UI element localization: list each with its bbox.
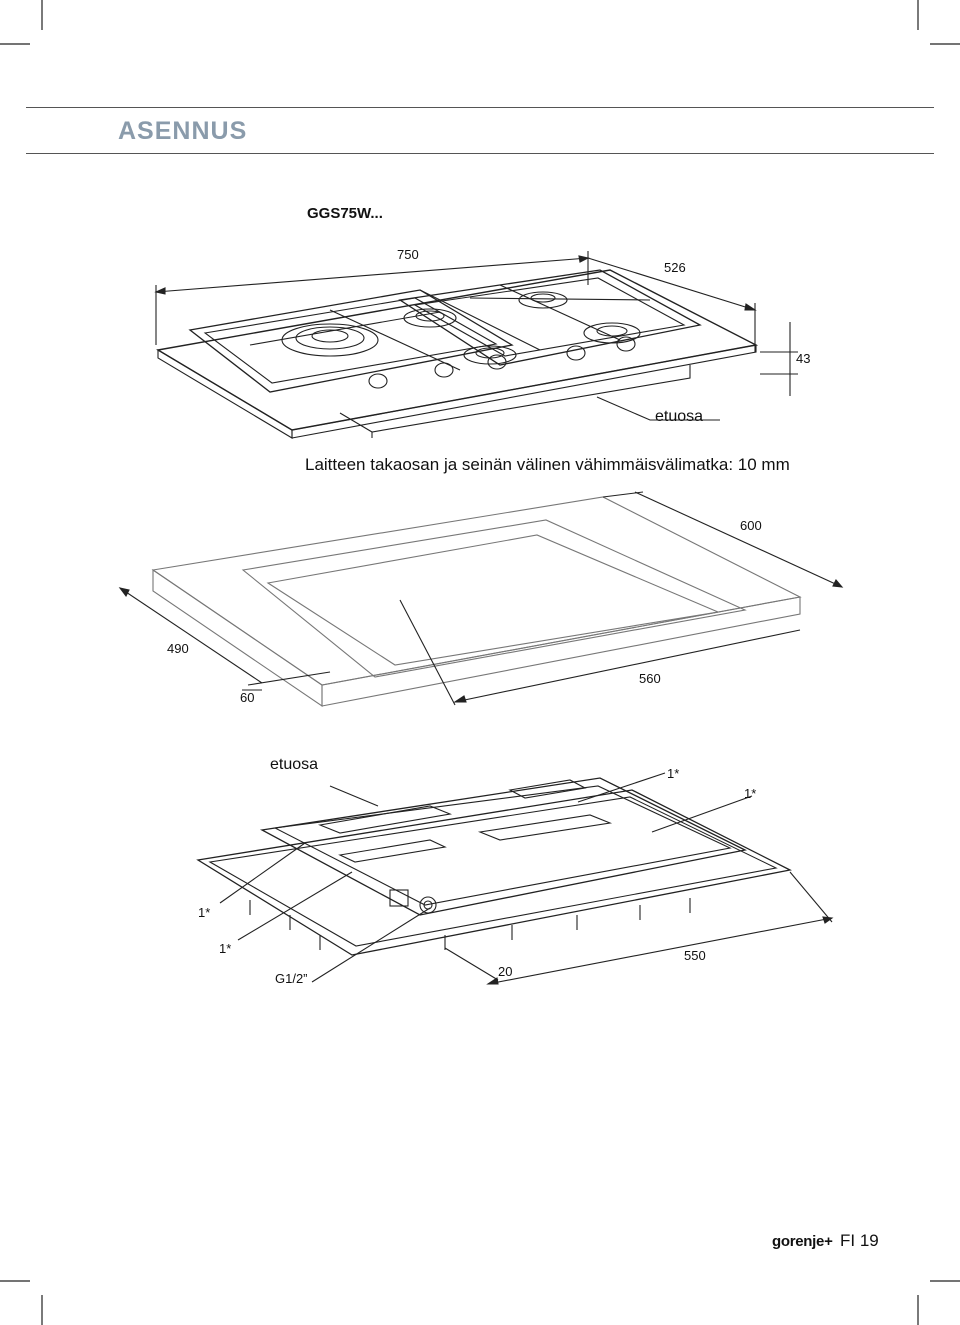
page-number: FI 19 <box>840 1231 879 1250</box>
dim-offset: 20 <box>498 964 513 979</box>
dim-depth: 526 <box>664 260 686 275</box>
front-label: etuosa <box>655 408 704 425</box>
clearance-note: Laitteen takaosan ja seinän välinen vähi… <box>305 455 790 474</box>
dim-worktop-depth: 490 <box>167 641 189 656</box>
marker-label: 1* <box>198 905 211 920</box>
marker-label: 1* <box>219 941 232 956</box>
header-rule-top <box>26 107 934 108</box>
marker-label: 1* <box>667 766 680 781</box>
brand-logo: gorenje+ <box>772 1233 833 1250</box>
dim-worktop-width: 600 <box>740 518 762 533</box>
dim-height: 43 <box>796 351 811 366</box>
marker-label: 1* <box>744 786 757 801</box>
front-label-underside: etuosa <box>270 756 319 773</box>
dim-edge: 60 <box>240 690 255 705</box>
header-rule-bottom <box>26 153 934 154</box>
dim-width: 750 <box>397 247 419 262</box>
model-label: GGS75W... <box>307 205 383 222</box>
gas-connection-label: G1/2” <box>275 971 308 986</box>
section-title: ASENNUS <box>118 117 248 145</box>
dim-underside-depth: 550 <box>684 948 706 963</box>
dim-cutout: 560 <box>639 671 661 686</box>
